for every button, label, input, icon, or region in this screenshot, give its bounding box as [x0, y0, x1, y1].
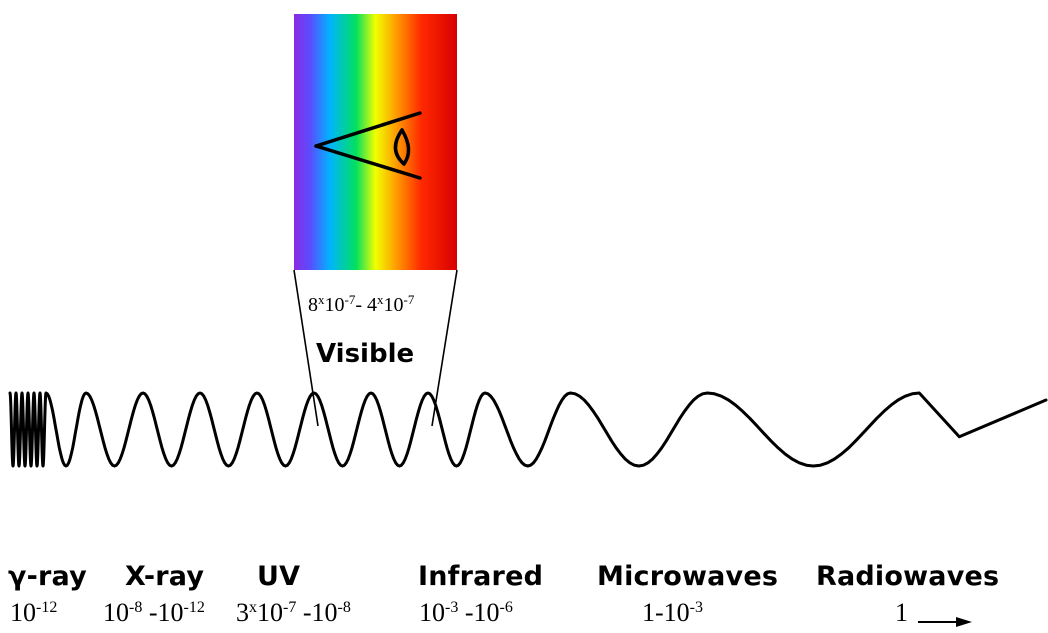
microwaves-label: Microwaves [597, 561, 779, 592]
gamma-ray-label: γ-ray [8, 561, 87, 592]
infrared-range: 10-3 -10-6 [419, 598, 513, 627]
visible-label: Visible [316, 339, 415, 369]
visible-funnel-left [293, 269, 319, 427]
microwaves-range: 1-10-3 [642, 598, 703, 627]
gamma-ray-range: 10-12 [10, 598, 58, 627]
infrared-label: Infrared [418, 561, 544, 592]
uv-label: UV [257, 561, 301, 592]
right-arrow-icon [918, 617, 972, 627]
eye-icon [314, 111, 422, 180]
visible-spectrum-bar [294, 14, 457, 270]
x-ray-label: X-ray [125, 561, 205, 592]
uv-range: 3x10-7 -10-8 [236, 598, 351, 627]
visible-funnel-right [431, 269, 458, 427]
visible-range: 8x10-7- 4x10-7 [308, 291, 415, 316]
x-ray-range: 10-8 -10-12 [103, 598, 205, 627]
radiowaves-label: Radiowaves [816, 561, 1000, 592]
electromagnetic-wave [8, 391, 1048, 468]
radiowaves-range: 1 [895, 598, 908, 627]
